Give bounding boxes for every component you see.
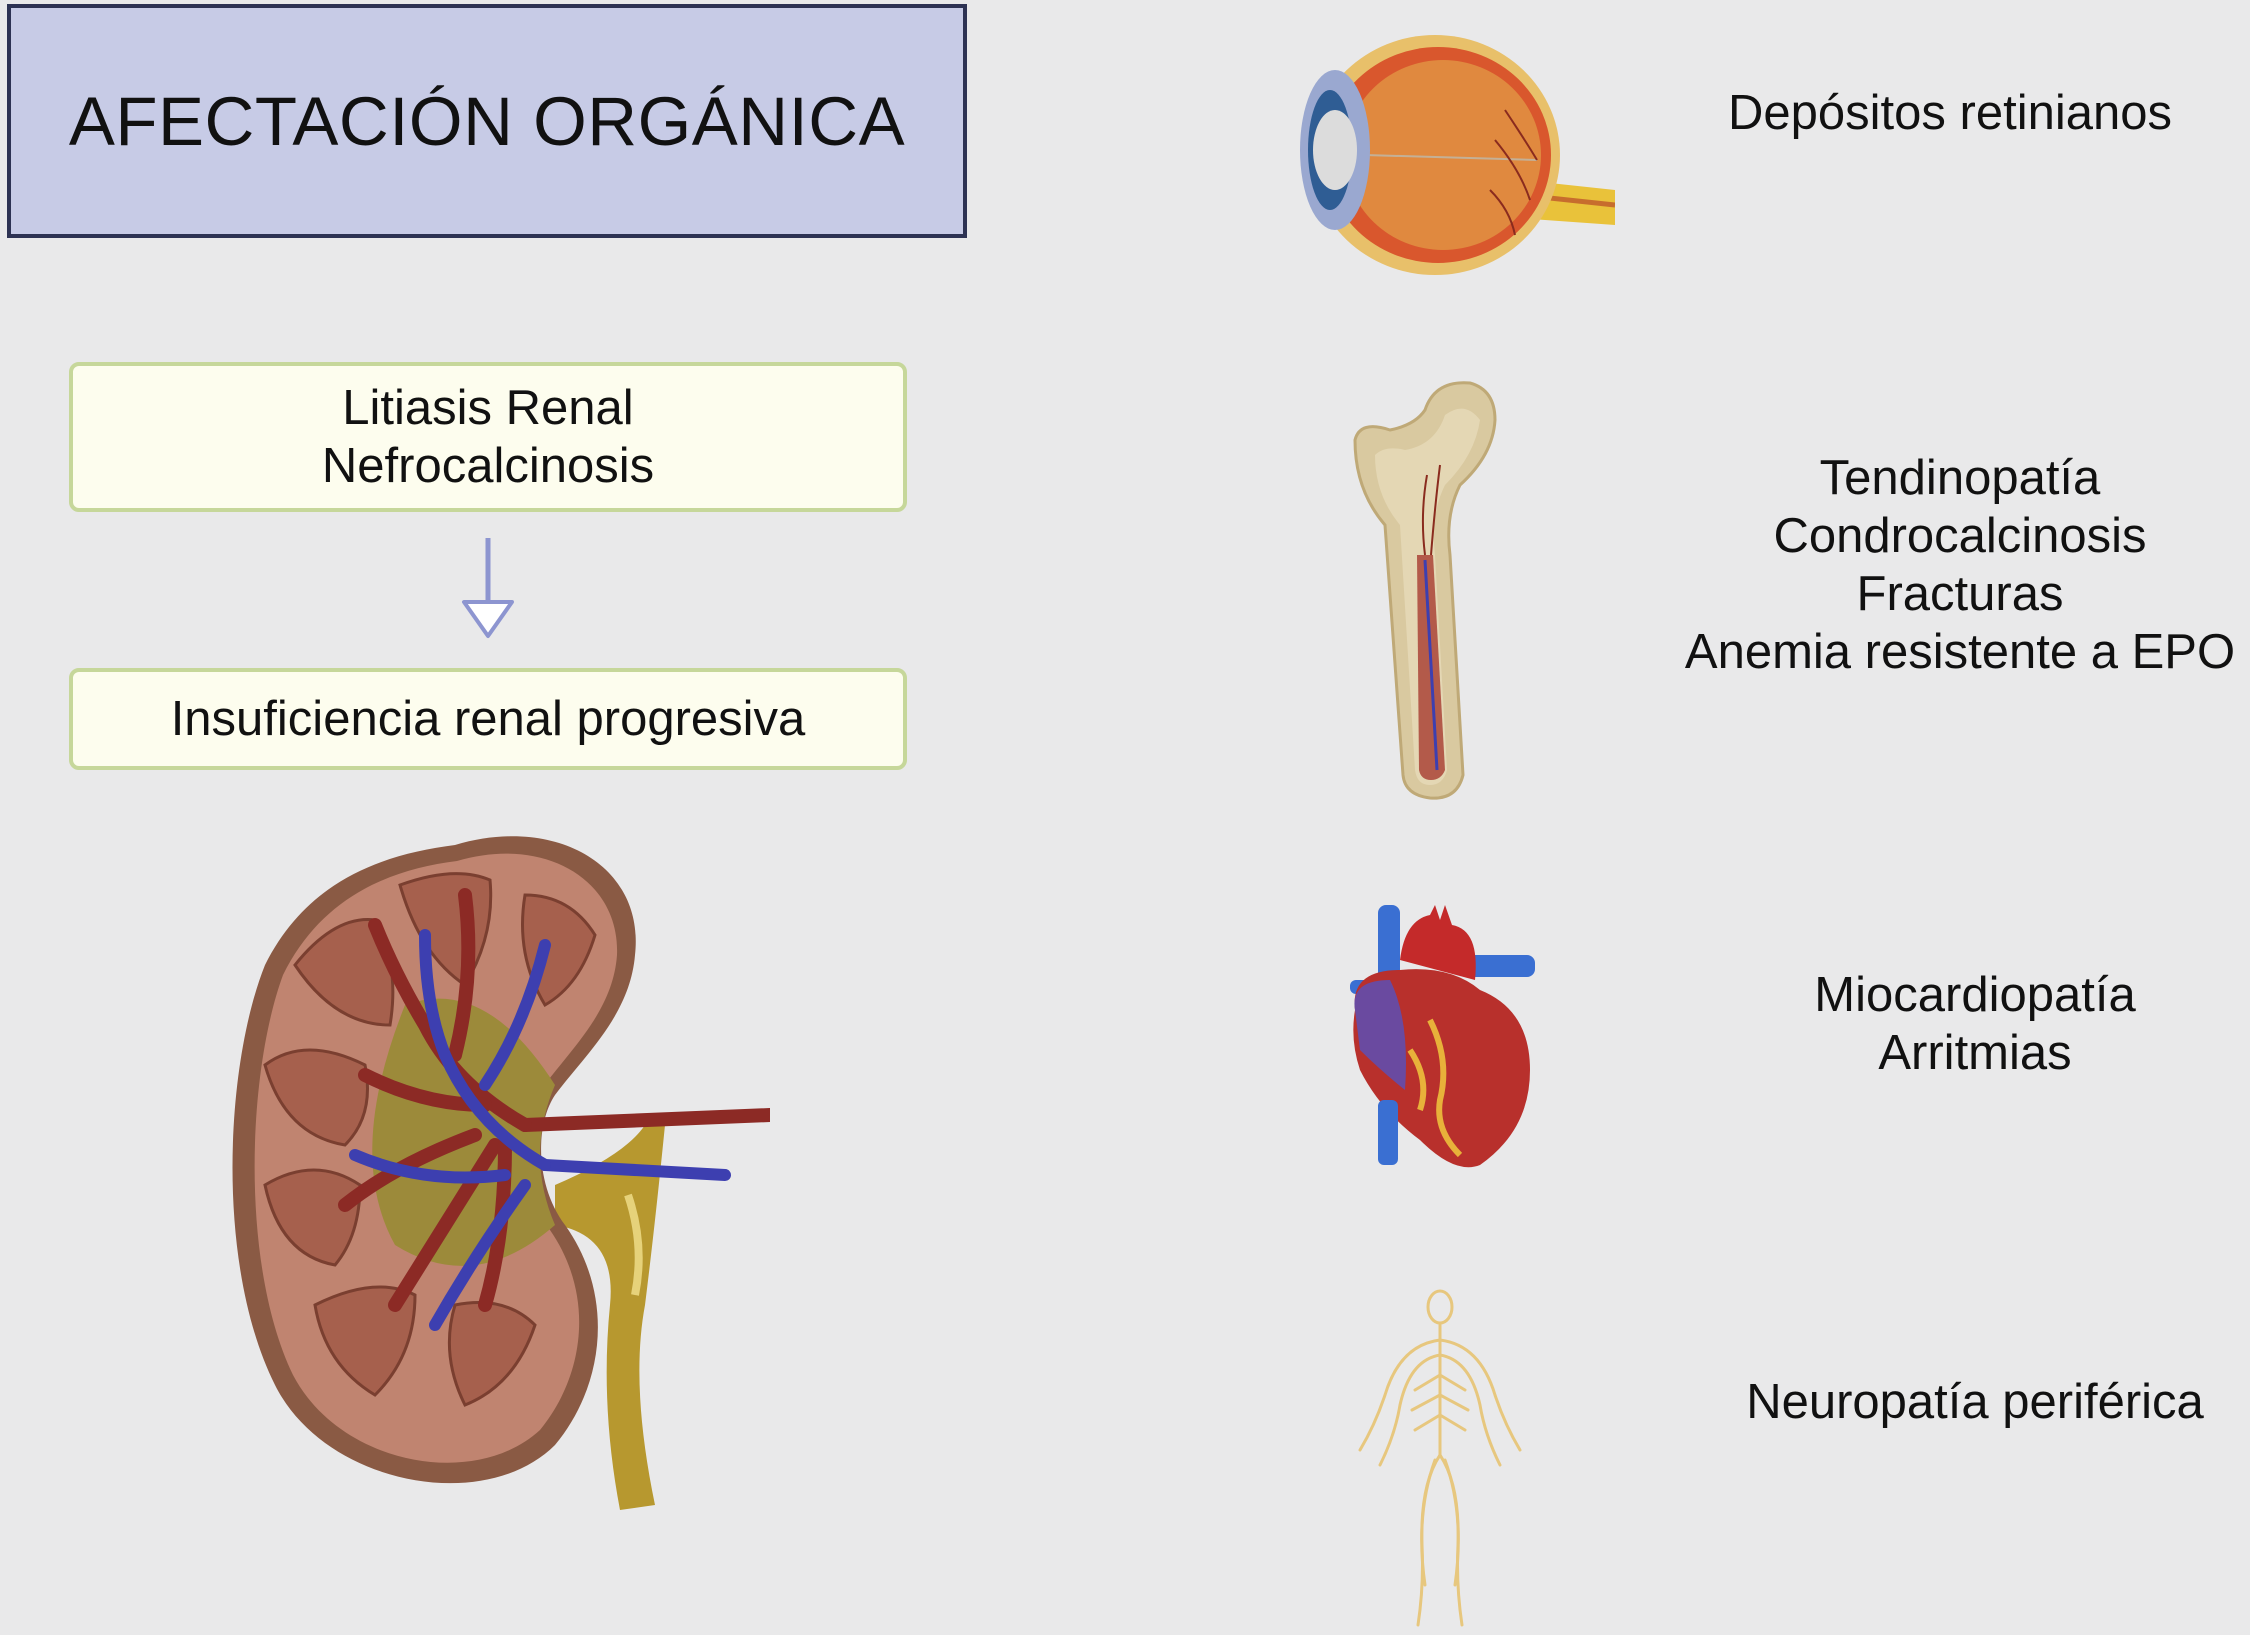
eye-icon (1300, 35, 1615, 275)
bone-icon (1353, 381, 1497, 800)
organ-label-line: Miocardiopatía (1814, 968, 2136, 1022)
label-nerve: Neuropatía periférica (1675, 1373, 2250, 1431)
organ-label-line: Neuropatía periférica (1746, 1375, 2204, 1429)
box-insuficiencia: Insuficiencia renal progresiva (69, 668, 907, 770)
organ-label-line: Condrocalcinosis (1773, 509, 2147, 563)
down-arrow-icon (462, 538, 514, 638)
organ-label-line: Depósitos retinianos (1728, 86, 2172, 140)
box-line: Insuficiencia renal progresiva (170, 692, 806, 746)
title-box: AFECTACIÓN ORGÁNICA (7, 4, 967, 238)
label-heart: Miocardiopatía Arritmias (1675, 966, 2250, 1082)
organ-label-line: Anemia resistente a EPO (1684, 625, 2236, 679)
diagram-title: AFECTACIÓN ORGÁNICA (68, 82, 906, 160)
label-bone: Tendinopatía Condrocalcinosis Fracturas … (1660, 449, 2250, 681)
label-eye: Depósitos retinianos (1650, 84, 2250, 142)
nervous-system-icon (1358, 1289, 1522, 1627)
heart-icon (1350, 905, 1535, 1168)
box-line: Nefrocalcinosis (321, 439, 655, 493)
organ-label-line: Tendinopatía (1819, 451, 2101, 505)
box-line: Litiasis Renal (342, 381, 634, 435)
organ-label-line: Arritmias (1878, 1026, 2072, 1080)
box-litiasis: Litiasis Renal Nefrocalcinosis (69, 362, 907, 512)
organ-label-line: Fracturas (1856, 567, 2064, 621)
kidney-icon (232, 836, 770, 1510)
